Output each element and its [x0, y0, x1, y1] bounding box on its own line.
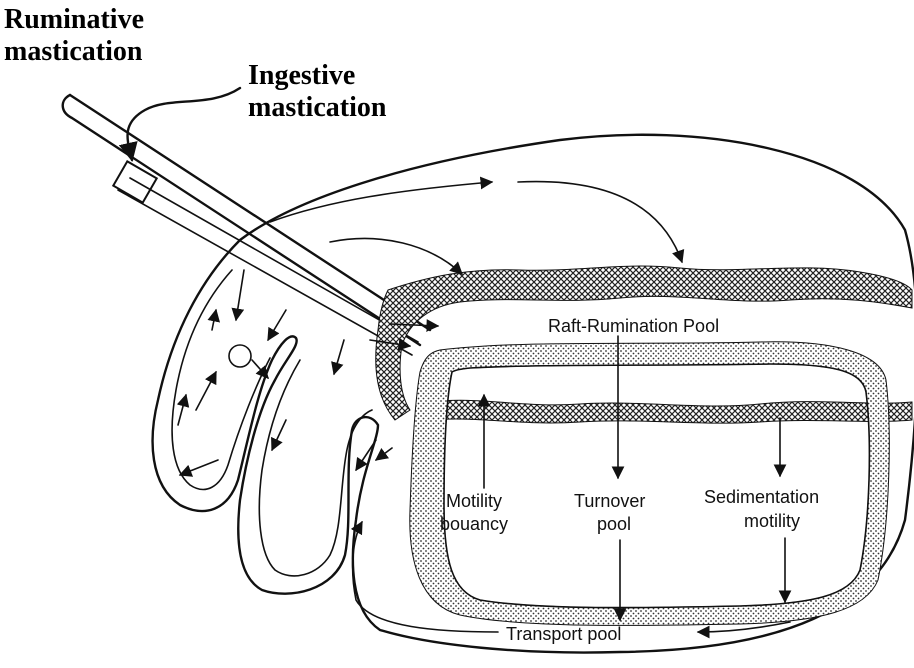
flow-arrow-ret1 — [236, 270, 244, 320]
raft-pool-label: Raft-Rumination Pool — [548, 316, 719, 336]
motility-label: Motility — [446, 491, 502, 511]
ingestive-mastication-label: Ingestive mastication — [248, 60, 386, 124]
pool-band — [410, 342, 889, 626]
ruminative-mastication-label: Ruminative mastication — [4, 4, 144, 68]
reticulum-fold — [172, 270, 270, 489]
esophagus-collar — [113, 161, 156, 202]
flow-arrow-top2 — [518, 182, 682, 262]
turnover-label: Turnover — [574, 491, 645, 511]
turnover-pool-label: pool — [597, 514, 631, 534]
flow-arrow-top3 — [330, 239, 462, 274]
sed-motility-label: motility — [744, 511, 800, 531]
ingestive-pointer — [128, 88, 240, 160]
flow-arrow-ret8 — [334, 340, 344, 374]
flow-arrow-ret3 — [196, 372, 216, 410]
flow-arrow-om3 — [376, 448, 392, 460]
transport-pool-label: Transport pool — [506, 624, 621, 644]
esophagus-tube-lower2 — [130, 178, 418, 342]
flow-arrow-ret5 — [180, 460, 218, 475]
flow-arrow-ret2 — [212, 310, 216, 330]
flow-arrow-ret7 — [252, 360, 268, 378]
sedimentation-label: Sedimentation — [704, 487, 819, 507]
flow-arrow-om1 — [272, 420, 286, 450]
flow-arrow-om2 — [356, 440, 376, 470]
esophagus-tube-inner — [70, 95, 430, 330]
raft-lower-band — [430, 400, 912, 423]
flow-arrow-ret4 — [178, 395, 186, 425]
bouancy-label: bouancy — [440, 514, 508, 534]
flow-arrow-top1 — [270, 182, 492, 222]
esophagus-tube — [63, 95, 420, 345]
reticulum-circle — [229, 345, 251, 367]
pool-inner-outline — [444, 364, 869, 608]
esophagus-tube-lower — [118, 190, 412, 355]
rumen-outline — [153, 135, 914, 653]
flow-arrow-ret6 — [268, 310, 286, 340]
